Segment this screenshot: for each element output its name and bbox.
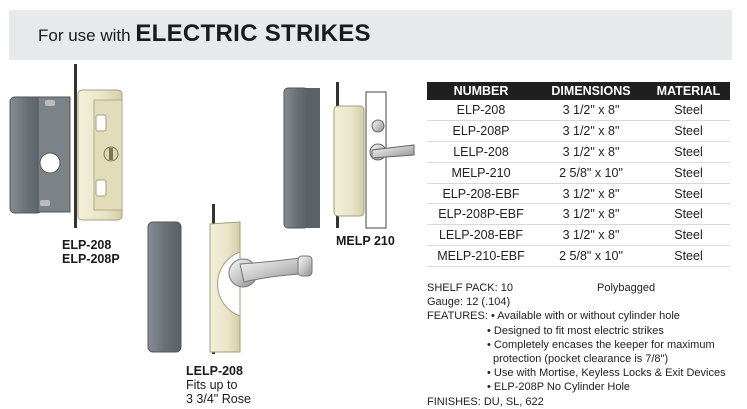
cell-number: ELP-208P-EBF xyxy=(427,203,535,226)
caption-lelp-208: LELP-208 xyxy=(186,364,243,378)
shelf-pack-line: SHELF PACK: 10 Polybagged xyxy=(427,281,726,295)
cell-number: MELP-210-EBF xyxy=(427,245,535,268)
cell-material: Steel xyxy=(647,224,730,247)
caption-elp-208p: ELP-208P xyxy=(62,252,120,266)
caption-elp-208: ELP-208 xyxy=(62,238,112,252)
product-notes: SHELF PACK: 10 Polybagged Gauge: 12 (.10… xyxy=(427,281,726,409)
cell-dimensions: 3 1/2" x 8" xyxy=(535,224,647,247)
cell-material: Steel xyxy=(647,141,730,163)
feature-item: • Completely encases the keeper for maxi… xyxy=(487,338,715,351)
cell-dimensions: 3 1/2" x 8" xyxy=(535,203,647,226)
cell-material: Steel xyxy=(647,203,730,226)
caption-lelp-rose: 3 3/4" Rose xyxy=(186,392,251,406)
features-label: FEATURES: xyxy=(427,310,488,323)
cell-dimensions: 3 1/2" x 8" xyxy=(535,120,647,142)
feature-item: • Use with Mortise, Keyless Locks & Exit… xyxy=(487,367,726,380)
cell-material: Steel xyxy=(647,162,730,184)
features-line: FEATURES: • Available with or without cy… xyxy=(427,309,726,323)
header-material: MATERIAL xyxy=(647,82,730,100)
finishes: FINISHES: DU, SL, 622 xyxy=(427,395,544,408)
cell-dimensions: 2 5/8" x 10" xyxy=(535,245,647,268)
cell-number: ELP-208-EBF xyxy=(427,183,535,205)
cell-number: ELP-208P xyxy=(427,120,535,142)
header-band xyxy=(9,10,732,60)
cell-material: Steel xyxy=(647,183,730,205)
cell-dimensions: 3 1/2" x 8" xyxy=(535,100,647,121)
cell-material: Steel xyxy=(647,120,730,142)
feature-item: • Available with or without cylinder hol… xyxy=(490,310,680,323)
cell-number: LELP-208 xyxy=(427,141,535,163)
page-title: For use with ELECTRIC STRIKES xyxy=(38,20,371,47)
caption-melp-210: MELP 210 xyxy=(336,234,395,248)
cell-dimensions: 3 1/2" x 8" xyxy=(535,141,647,163)
caption-lelp-fits: Fits up to xyxy=(186,378,238,392)
cell-dimensions: 3 1/2" x 8" xyxy=(535,183,647,205)
feature-item: • ELP-208P No Cylinder Hole xyxy=(487,381,631,394)
cell-material: Steel xyxy=(647,245,730,268)
elp-208-illustration xyxy=(9,64,123,228)
cell-number: ELP-208 xyxy=(427,100,535,121)
header-number: NUMBER xyxy=(427,82,535,100)
feature-item: protection (pocket clearance is 7/8") xyxy=(493,352,669,365)
cell-number: LELP-208-EBF xyxy=(427,224,535,247)
feature-item: • Designed to fit most electric strikes xyxy=(487,324,664,337)
header-dimensions: DIMENSIONS xyxy=(535,82,647,100)
cell-material: Steel xyxy=(647,100,730,121)
packaging: Polybagged xyxy=(597,282,656,294)
melp-210-illustration xyxy=(283,82,415,229)
cell-dimensions: 2 5/8" x 10" xyxy=(535,162,647,184)
cell-number: MELP-210 xyxy=(427,162,535,184)
shelf-pack: SHELF PACK: 10 xyxy=(427,282,513,294)
lelp-208-illustration xyxy=(147,204,313,354)
gauge: Gauge: 12 (.104) xyxy=(427,296,511,309)
